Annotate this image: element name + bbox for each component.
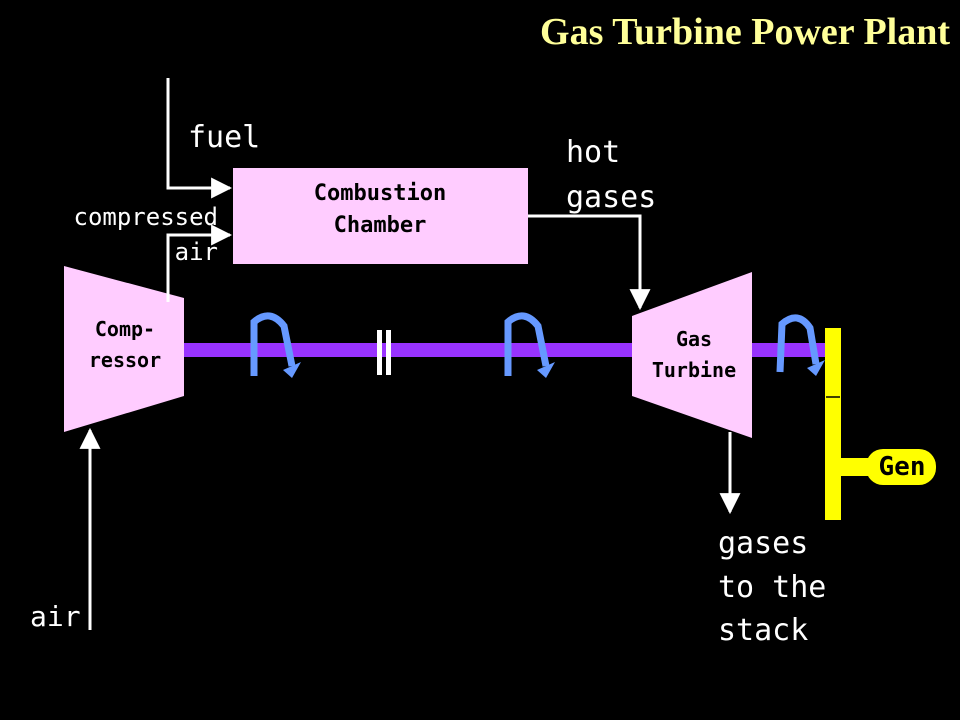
air-label: air	[30, 600, 81, 633]
generator-rotor	[825, 328, 841, 520]
fuel-arrow	[166, 78, 233, 199]
exhaust-label: gases to the stack	[718, 526, 827, 648]
compressor-label: Comp- ressor	[88, 317, 162, 372]
rotation-arrow-icon	[776, 314, 825, 376]
generator-body	[866, 449, 936, 485]
generator-link	[841, 458, 871, 476]
hot-gases-label: hot gases	[566, 135, 657, 215]
fuel-label: fuel	[188, 120, 261, 155]
generator-label: Gen	[878, 452, 926, 482]
compressor-body	[64, 266, 184, 432]
coupling-left	[377, 330, 382, 375]
gas-turbine-body	[632, 272, 752, 438]
combustion-chamber-body	[233, 168, 528, 264]
page-title: Gas Turbine Power Plant	[540, 11, 950, 53]
rotation-arrow-icon	[250, 312, 301, 378]
rotation-arrow-icon	[504, 312, 555, 378]
hot-gases-arrow	[528, 214, 651, 311]
compressed-air-label: compressed air	[73, 203, 219, 266]
combustion-chamber-label: Combustion Chamber	[313, 181, 447, 238]
coupling-right	[386, 330, 391, 375]
gas-turbine-label: Gas Turbine	[651, 327, 737, 382]
compressed-air-arrow	[166, 224, 233, 302]
